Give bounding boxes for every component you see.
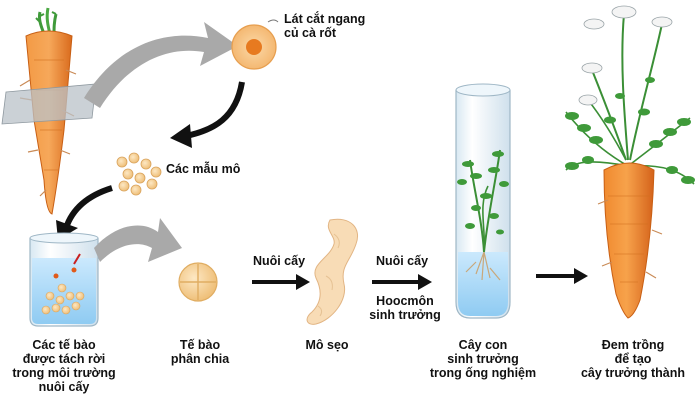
- label-culture-2: Nuôi cấy: [364, 254, 440, 268]
- label-hormone: Hoocmôn sinh trưởng: [360, 294, 450, 322]
- label-culture-1: Nuôi cấy: [244, 254, 314, 268]
- label-hormone-line2: sinh trưởng: [369, 308, 441, 322]
- label-dividing-cells: Tế bào phân chia: [160, 338, 240, 366]
- label-separated-cells-line1: Các tế bào: [32, 338, 96, 352]
- label-cross-section-line1: Lát cắt ngang: [284, 12, 366, 26]
- carrot-root: [1, 7, 97, 215]
- label-tissue-samples-text: Các mẫu mô: [166, 162, 241, 176]
- test-tube-seedling: [455, 83, 511, 319]
- label-mature: Đem trồng để tạo cây trưởng thành: [570, 338, 696, 380]
- arrow-to-test-tube: [372, 274, 432, 290]
- label-mature-line1: Đem trồng: [601, 338, 665, 352]
- cross-section-slice: [231, 19, 279, 70]
- label-cross-section-line2: củ cà rốt: [284, 26, 337, 40]
- dividing-cell: [178, 262, 218, 302]
- label-separated-cells-line2: được tách rời: [22, 352, 106, 366]
- gray-arrow-to-slice: [84, 22, 238, 108]
- label-mature-line3: cây trưởng thành: [580, 366, 686, 380]
- label-dividing-cells-line2: phân chia: [170, 352, 230, 366]
- label-seedling-line3: trong ống nghiệm: [429, 366, 537, 380]
- label-tissue-samples: Các mẫu mô: [166, 162, 240, 176]
- label-seedling-line2: sinh trưởng: [447, 352, 519, 366]
- label-separated-cells-line4: nuôi cấy: [38, 380, 90, 394]
- label-mature-line2: để tạo: [614, 352, 652, 366]
- arrow-to-callus: [252, 274, 310, 290]
- label-culture-1-text: Nuôi cấy: [252, 254, 306, 268]
- callus-tissue: [306, 218, 358, 325]
- label-callus-text: Mô sẹo: [305, 338, 349, 352]
- mature-carrot-plant: [565, 5, 695, 319]
- label-cross-section: Lát cắt ngang củ cà rốt: [284, 12, 365, 40]
- culture-beaker: [29, 232, 99, 327]
- arrow-to-samples: [185, 81, 245, 139]
- label-seedling-line1: Cây con: [458, 338, 508, 352]
- arrow-to-beaker: [63, 185, 113, 230]
- arrow-to-mature-plant: [536, 268, 588, 284]
- label-separated-cells: Các tế bào được tách rời trong môi trườn…: [4, 338, 124, 394]
- label-callus: Mô sẹo: [292, 338, 362, 352]
- label-hormone-line1: Hoocmôn: [376, 294, 434, 308]
- label-dividing-cells-line1: Tế bào: [179, 338, 221, 352]
- label-separated-cells-line3: trong môi trường: [12, 366, 116, 380]
- tissue-sample-dots: [116, 152, 162, 196]
- label-seedling: Cây con sinh trưởng trong ống nghiệm: [420, 338, 546, 380]
- label-culture-2-text: Nuôi cấy: [375, 254, 429, 268]
- gray-arrow-to-dividing-cell: [94, 218, 182, 262]
